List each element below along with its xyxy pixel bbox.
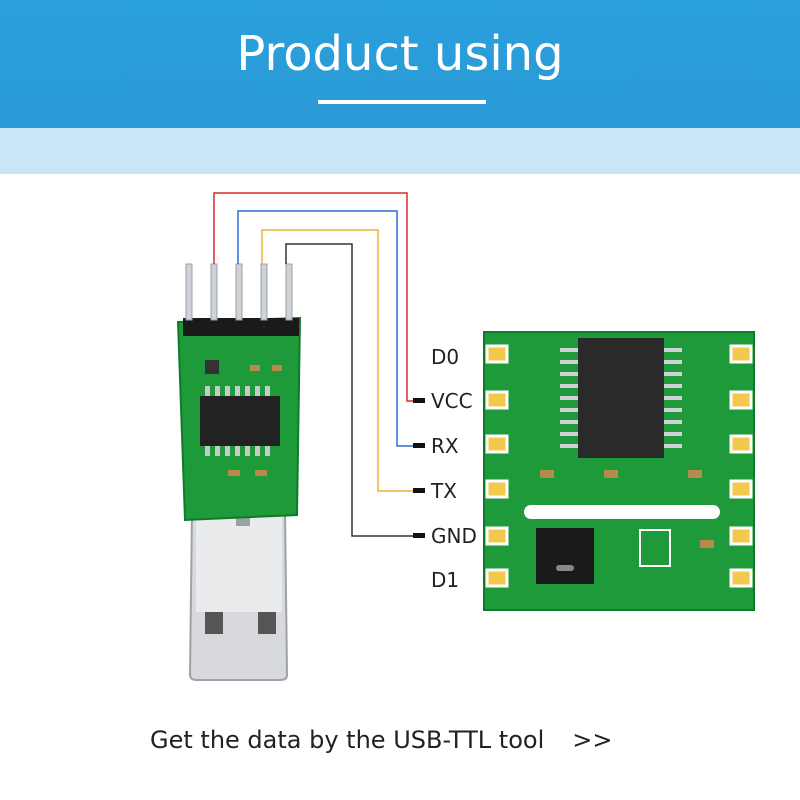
pin-label-rx: RX: [431, 434, 459, 458]
header-banner: [0, 0, 800, 128]
pin-label-tx: TX: [431, 479, 457, 503]
caption-text: Get the data by the USB-TTL tool: [150, 726, 545, 754]
pin-label-vcc: VCC: [431, 389, 473, 413]
pin-label-gnd: GND: [431, 524, 477, 548]
title-underline: [318, 100, 486, 104]
adapter-chip: [200, 396, 280, 446]
pin-label-d0: D0: [431, 345, 460, 369]
sensor-module: [483, 331, 755, 611]
pin-label-d1: D1: [431, 568, 460, 592]
wires: [213, 192, 424, 537]
caption: Get the data by the USB-TTL tool >>: [150, 726, 612, 754]
usb-plug: [188, 509, 289, 681]
wire-gnd: [285, 243, 424, 537]
caption-arrow: >>: [572, 726, 613, 754]
usb-ttl-board: [176, 263, 302, 522]
humidity-sensor: [536, 528, 594, 584]
header-band: [0, 128, 800, 174]
wire-vcc: [213, 192, 424, 402]
wire-rx: [237, 210, 424, 447]
page-title: Product using: [236, 26, 564, 82]
sensor-mcu-chip: [578, 338, 664, 458]
wire-tx: [261, 229, 424, 492]
